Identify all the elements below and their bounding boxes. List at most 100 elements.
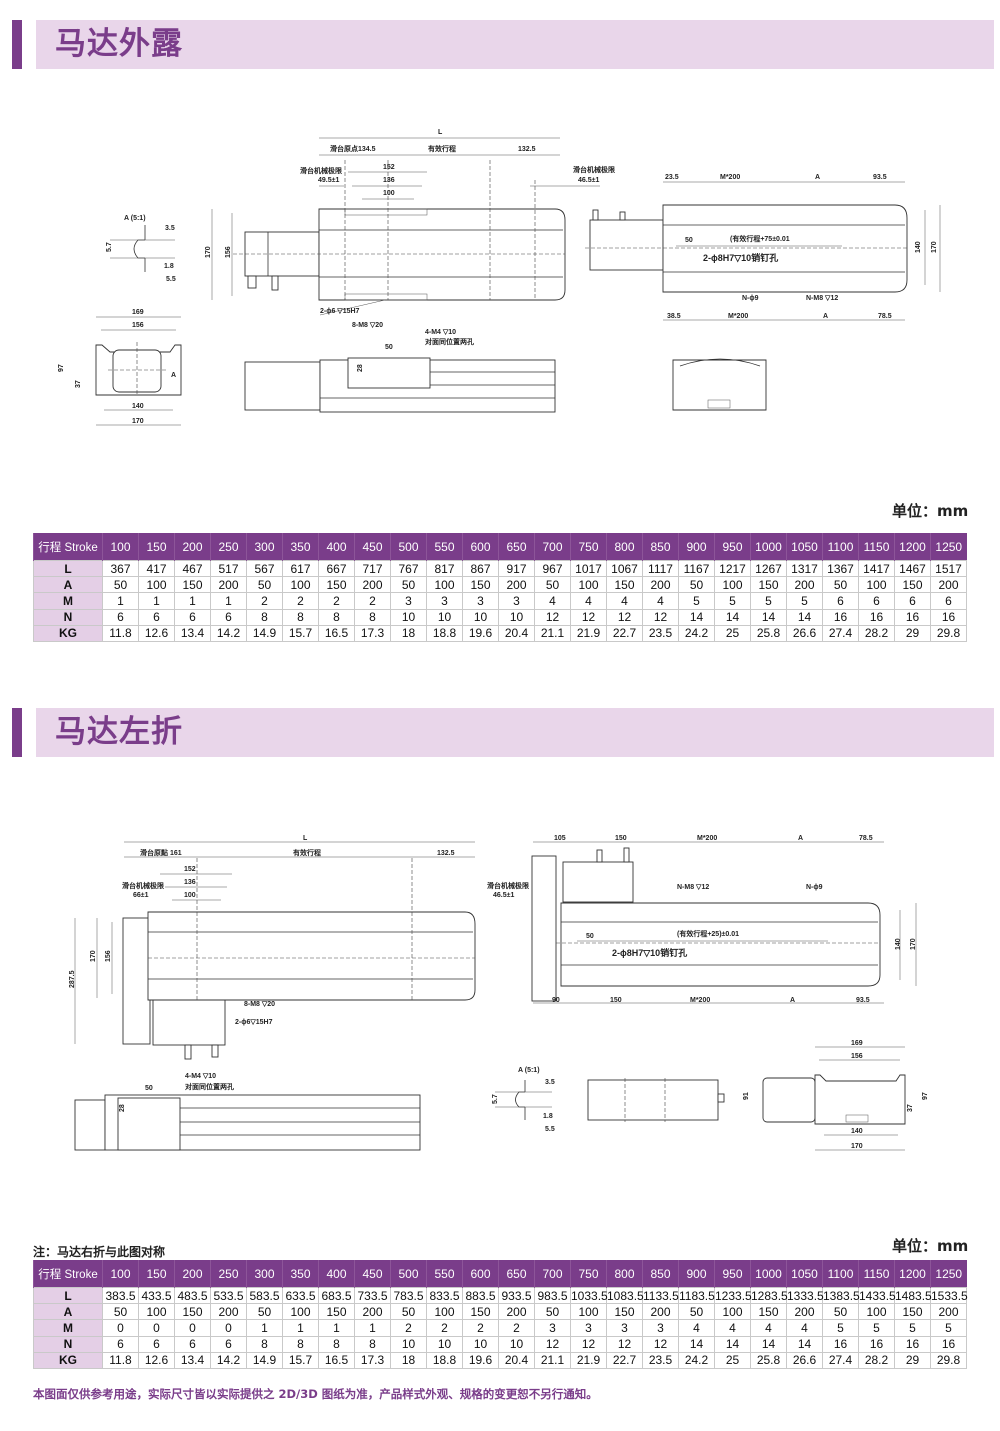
table-cell: 14.2 — [210, 624, 247, 642]
header-stroke-value: 100 — [102, 1260, 139, 1288]
actuator-body — [147, 911, 476, 1001]
table-cell: 16 — [858, 608, 895, 626]
table-cell: 12.6 — [138, 624, 175, 642]
table-cell: 0 — [102, 1319, 139, 1337]
table-cell: 4 — [678, 1319, 715, 1337]
dimension-label: A — [790, 997, 795, 1004]
table-cell: 5 — [822, 1319, 859, 1337]
dimension-label: 150 — [610, 997, 622, 1004]
table-cell: 18 — [390, 1351, 427, 1369]
header-stroke-value: 200 — [174, 533, 211, 561]
table-cell: 14.9 — [246, 624, 283, 642]
table-cell: 100 — [138, 1303, 175, 1321]
table-cell: 15.7 — [282, 624, 319, 642]
section-title-motor-exposed: 马达外露 — [55, 26, 183, 62]
table-cell: 100 — [858, 1303, 895, 1321]
dimension-label: 3.5 — [165, 225, 175, 232]
table-cell: 1183.5 — [678, 1286, 715, 1305]
header-stroke-value: 1000 — [750, 1260, 787, 1288]
motor-block — [562, 861, 634, 903]
dimension-label: 78.5 — [859, 835, 873, 842]
header-stroke-value: 1050 — [786, 533, 823, 561]
table-cell: 29 — [894, 624, 931, 642]
end-view-motor-side — [672, 358, 767, 411]
section-title-motor-left-fold: 马达左折 — [55, 714, 183, 750]
table-cell: 100 — [426, 576, 463, 594]
dimension-label: 5.7 — [106, 242, 113, 252]
table-cell: 50 — [390, 1303, 427, 1321]
dimension-label: 152 — [184, 866, 196, 873]
header-stroke-value: 900 — [678, 533, 715, 561]
table-cell: 633.5 — [282, 1286, 319, 1305]
table-cell: 1033.5 — [570, 1286, 608, 1305]
table-cell: 100 — [426, 1303, 463, 1321]
table-cell: 10 — [390, 1335, 427, 1353]
table-cell: 1 — [354, 1319, 391, 1337]
dimension-label: 66±1 — [133, 892, 149, 899]
table-cell: 517 — [210, 559, 247, 578]
dimension-label: A (5:1) — [518, 1067, 540, 1074]
dimension-label: 8-M8 ▽20 — [352, 322, 383, 329]
table-cell: 0 — [138, 1319, 175, 1337]
dimension-label: 28 — [119, 1104, 126, 1112]
table-cell: 28.2 — [858, 624, 895, 642]
dimension-label: N-M8 ▽12 — [677, 884, 709, 891]
dimension-label: 2-ϕ8H7▽10销钉孔 — [703, 252, 778, 263]
header-stroke-value: 800 — [606, 533, 643, 561]
dimension-label: 对面同位置两孔 — [185, 1082, 234, 1091]
table-cell: 16.5 — [318, 1351, 355, 1369]
dimension-label: 136 — [383, 177, 395, 184]
table-cell: 50 — [534, 1303, 571, 1321]
header-stroke-value: 400 — [318, 1260, 355, 1288]
table-cell: 483.5 — [174, 1286, 211, 1305]
dimension-label: A — [798, 835, 803, 842]
table-cell: 50 — [246, 576, 283, 594]
dimension-label: 46.5±1 — [493, 892, 514, 899]
header-stroke-value: 250 — [210, 1260, 247, 1288]
dimension-label: 169 — [132, 309, 144, 316]
plan-view: 23.5 M*200 A 93.5 (有效行程+75±0.01 50 2-ϕ8H… — [585, 174, 941, 321]
header-stroke-value: 300 — [246, 533, 283, 561]
table-cell: 12 — [606, 1335, 643, 1353]
table-cell: 1483.5 — [894, 1286, 932, 1305]
dimension-label: 37 — [907, 1104, 914, 1112]
dimension-label: 170 — [90, 950, 97, 962]
dimension-label: 滑台机械极限 — [573, 165, 616, 174]
dimension-label: 140 — [132, 403, 144, 410]
dimension-label: A (5:1) — [124, 215, 146, 222]
header-stroke-value: 150 — [138, 1260, 175, 1288]
table-cell: 50 — [678, 1303, 715, 1321]
header-stroke-value: 850 — [642, 533, 679, 561]
header-stroke-value: 1200 — [894, 533, 931, 561]
table-cell: 8 — [246, 1335, 283, 1353]
table-cell: 833.5 — [426, 1286, 463, 1305]
section-marker — [12, 708, 22, 757]
dimension-label: 2-ϕ6 ▽15H7 — [320, 308, 360, 315]
table-cell: 3 — [534, 1319, 571, 1337]
header-stroke-value: 750 — [570, 1260, 607, 1288]
table-cell: 8 — [318, 1335, 355, 1353]
table-cell: 1283.5 — [750, 1286, 788, 1305]
dimension-label: 滑台机械极限 — [487, 881, 530, 890]
table-cell: 24.2 — [678, 624, 715, 642]
table-cell: 50 — [390, 576, 427, 594]
dimension-label: 49.5±1 — [318, 177, 339, 184]
dimension-label: 132.5 — [518, 146, 536, 153]
dimension-label: 132.5 — [437, 850, 455, 857]
dimension-label: 170 — [132, 418, 144, 425]
table-cell: 29.8 — [930, 1351, 967, 1369]
dimension-label: 93.5 — [873, 174, 887, 181]
table-cell: 200 — [498, 576, 535, 594]
dimension-label: 287.5 — [69, 970, 76, 988]
table-cell: 583.5 — [246, 1286, 283, 1305]
table-cell: 21.9 — [570, 1351, 607, 1369]
table-cell: 200 — [930, 576, 967, 594]
dimension-label: N-ϕ9 — [742, 295, 759, 302]
side-view: 50 28 — [244, 344, 556, 413]
dimension-label: 140 — [915, 241, 922, 253]
table-cell: 150 — [174, 1303, 211, 1321]
table-cell: 23.5 — [642, 1351, 679, 1369]
